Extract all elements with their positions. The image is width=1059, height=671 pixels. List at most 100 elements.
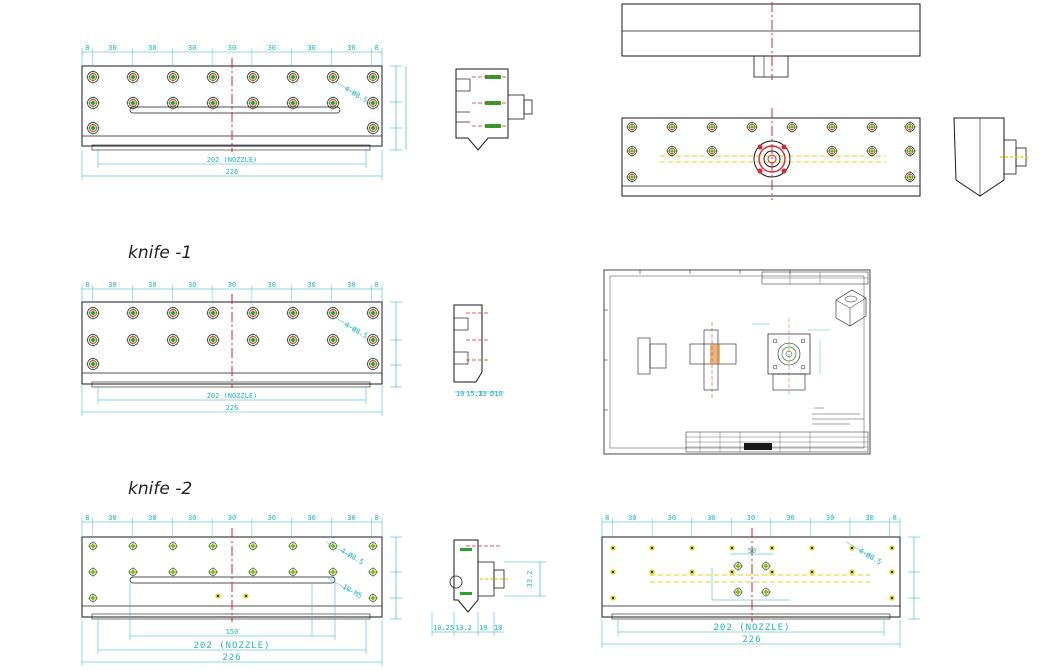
view3-callout-1: 4-Ø8.5 xyxy=(339,547,365,567)
hole xyxy=(365,69,381,85)
hole xyxy=(689,545,695,551)
hole xyxy=(87,540,99,552)
view3-side-profile: 33.2 10.25 13.2 10 10 xyxy=(431,539,546,636)
view1-top-dim: 30 xyxy=(228,44,236,52)
hole xyxy=(325,69,341,85)
hole xyxy=(85,305,101,321)
hole xyxy=(165,95,181,111)
hole xyxy=(207,566,219,578)
view2-side-dim-4: Ø10 xyxy=(490,390,503,398)
view4-center-dim: 50 xyxy=(748,547,756,555)
view1-top-dim: 30 xyxy=(148,44,156,52)
hole xyxy=(367,540,379,552)
hole xyxy=(729,569,735,575)
view3-side-bottom-4: 10 xyxy=(494,624,502,632)
view1-side-profile xyxy=(455,68,533,151)
hole xyxy=(610,595,616,601)
view4-top-dim: 30 xyxy=(786,514,794,522)
hole xyxy=(625,144,639,158)
hole xyxy=(625,170,639,184)
hole xyxy=(889,545,895,551)
hole xyxy=(665,144,679,158)
hole xyxy=(125,305,141,321)
hole xyxy=(215,593,221,599)
hole xyxy=(365,120,381,136)
view3-top-dim: 30 xyxy=(347,514,355,522)
hole xyxy=(365,305,381,321)
hole xyxy=(167,540,179,552)
view3-side-bottom-2: 13.2 xyxy=(455,624,472,632)
view1-top-dim: 30 xyxy=(268,44,276,52)
hole xyxy=(889,569,895,575)
view2-top-dim: 30 xyxy=(307,281,315,289)
sheet-drawing xyxy=(603,269,871,455)
hole xyxy=(125,95,141,111)
hole xyxy=(167,566,179,578)
hole xyxy=(125,69,141,85)
hole xyxy=(760,560,772,572)
view2-top-dim: 8 xyxy=(375,281,379,289)
view2-top-dim: 30 xyxy=(108,281,116,289)
view1-top-dim: 30 xyxy=(188,44,196,52)
hole xyxy=(285,305,301,321)
view2-side-dim-1: 10 xyxy=(456,390,464,398)
view1-top-dim: 8 xyxy=(85,44,89,52)
view2-top-dim: 30 xyxy=(268,281,276,289)
view4-top-dim: 30 xyxy=(747,514,755,522)
hole xyxy=(287,540,299,552)
hole xyxy=(849,569,855,575)
label-knife-1: knife -1 xyxy=(128,243,192,263)
hole xyxy=(665,120,679,134)
hole xyxy=(649,545,655,551)
top-right-block xyxy=(621,2,921,80)
hole xyxy=(367,566,379,578)
hole xyxy=(87,592,99,604)
hole xyxy=(705,144,719,158)
view2-top-dim: 30 xyxy=(347,281,355,289)
view1-top-dim: 30 xyxy=(108,44,116,52)
view3-callout-2: 10-M5 xyxy=(341,583,363,600)
hole xyxy=(903,144,917,158)
hole xyxy=(165,305,181,321)
hole xyxy=(245,95,261,111)
view2-side-profile: 10 15.2 13 Ø10 xyxy=(453,304,504,398)
hole xyxy=(367,592,379,604)
view3-top-dim: 8 xyxy=(85,514,89,522)
view4-top-dim: 8 xyxy=(605,514,609,522)
view2-top-dim: 30 xyxy=(148,281,156,289)
top-right-side-profile xyxy=(953,117,1030,197)
view4-top-dim: 30 xyxy=(628,514,636,522)
view4-top-dim: 8 xyxy=(893,514,897,522)
hole xyxy=(285,69,301,85)
hole xyxy=(205,95,221,111)
hole xyxy=(205,69,221,85)
hole xyxy=(769,545,775,551)
hole xyxy=(127,566,139,578)
hole xyxy=(689,569,695,575)
view4-nozzle-dim: 202 (NOZZLE) xyxy=(713,623,790,633)
hole xyxy=(732,586,744,598)
hole xyxy=(865,120,879,134)
top-right-plate xyxy=(621,108,921,200)
label-knife-2: knife -2 xyxy=(128,479,192,499)
view1-nozzle-dim: 202 (NOZZLE) xyxy=(207,156,258,164)
hole xyxy=(785,120,799,134)
view2-side-dim-3: 13 xyxy=(478,390,486,398)
view3-side-bottom-1: 10.25 xyxy=(433,624,454,632)
hole xyxy=(85,95,101,111)
hole xyxy=(825,120,839,134)
view3-top-dim: 30 xyxy=(188,514,196,522)
view1-top-dim: 30 xyxy=(347,44,355,52)
view2-top-dim: 30 xyxy=(188,281,196,289)
hole xyxy=(809,545,815,551)
hole xyxy=(365,356,381,372)
view3-top-dim: 30 xyxy=(108,514,116,522)
view4-top-dim: 30 xyxy=(707,514,715,522)
hole xyxy=(325,332,341,348)
hole xyxy=(849,545,855,551)
view1-top-dim: 8 xyxy=(375,44,379,52)
view3-side-bottom-3: 10 xyxy=(479,624,487,632)
